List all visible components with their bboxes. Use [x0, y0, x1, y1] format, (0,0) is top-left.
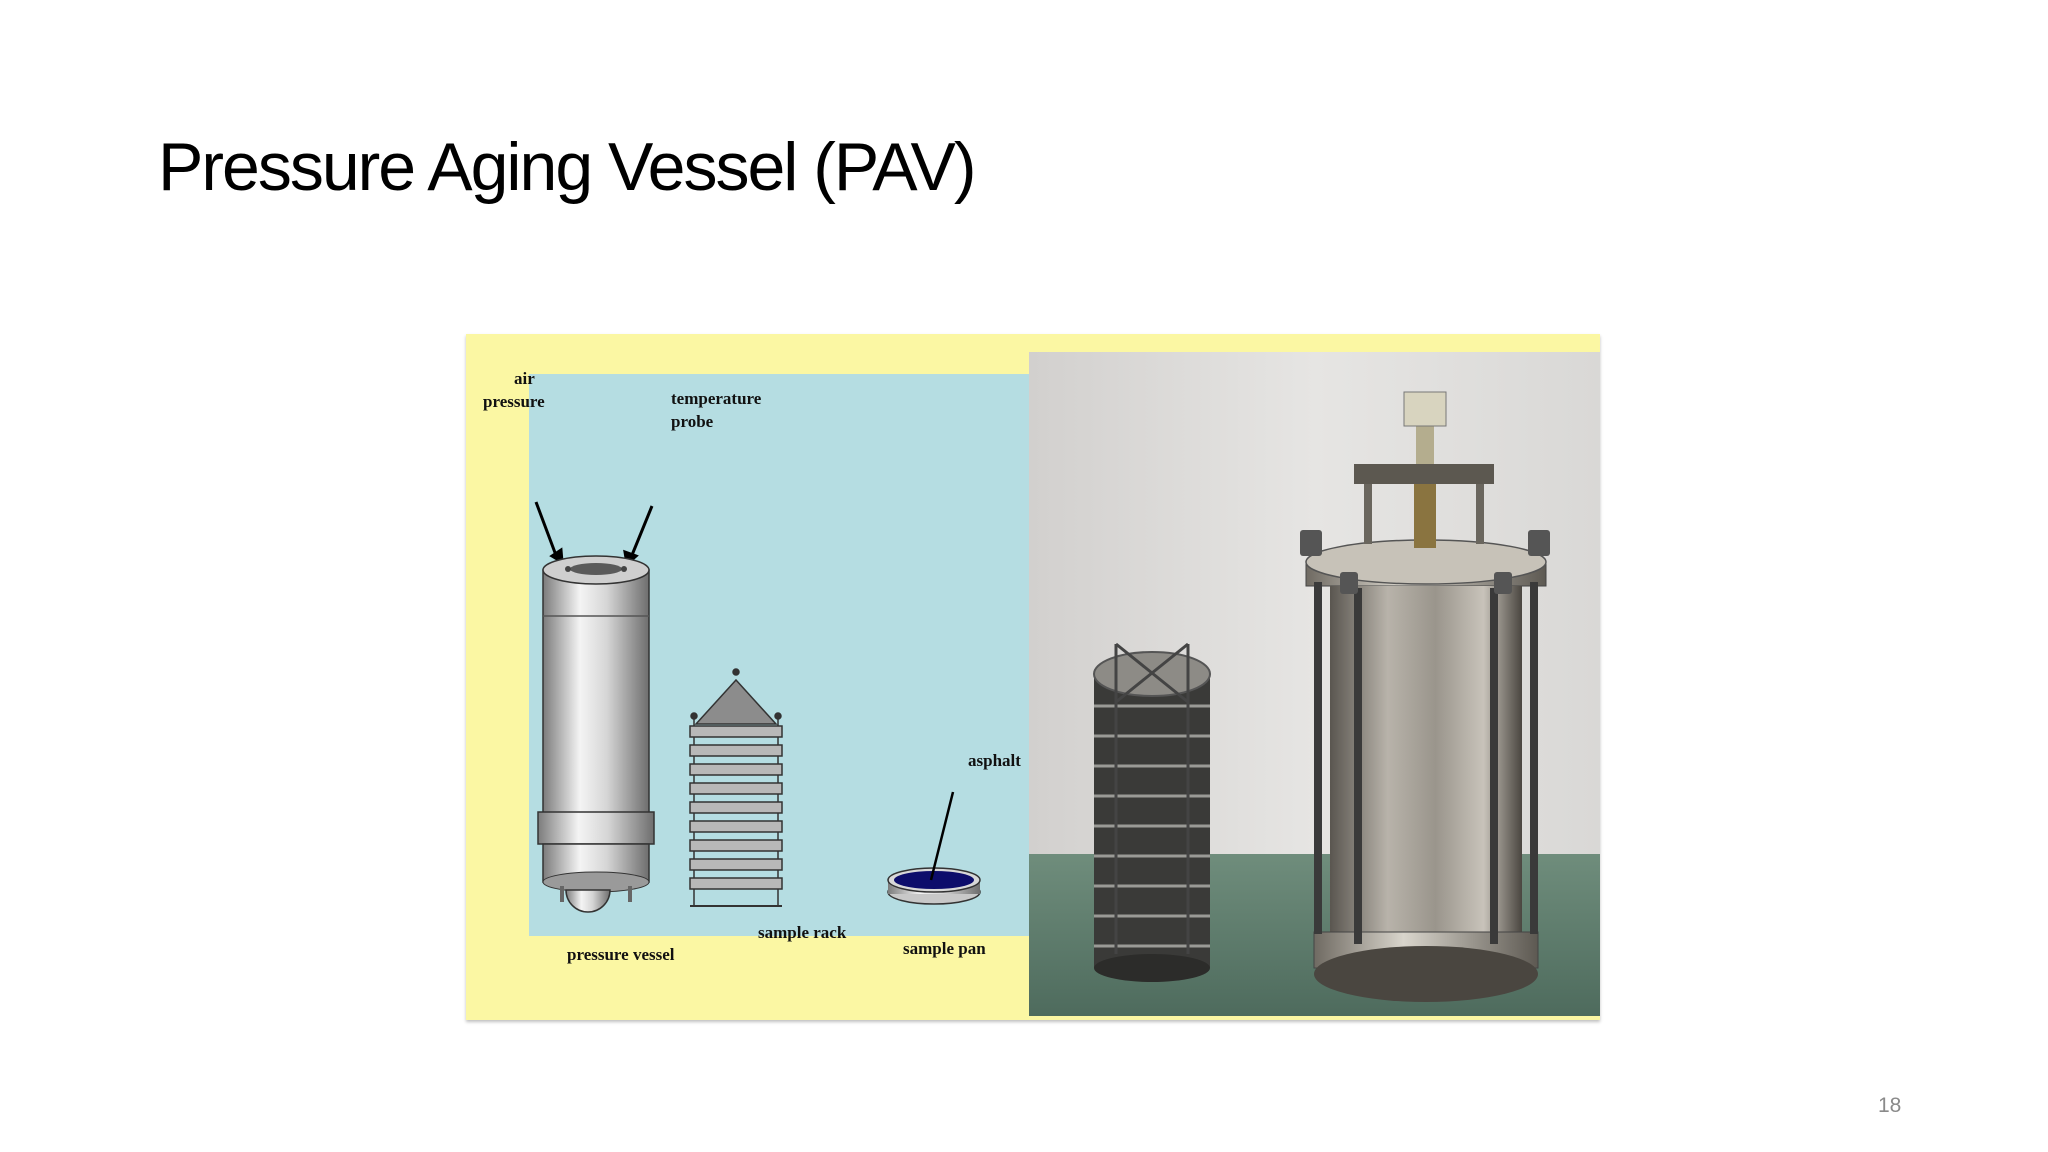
label-temperature: temperature	[671, 389, 762, 408]
label-asphalt: asphalt	[968, 751, 1021, 770]
sample-rack-drawing	[689, 668, 783, 907]
slide-title: Pressure Aging Vessel (PAV)	[158, 129, 977, 205]
label-probe: probe	[671, 412, 714, 431]
pav-photo	[1029, 352, 1600, 1016]
sample-pan-drawing	[887, 791, 981, 905]
pressure-vessel-drawing	[537, 555, 655, 913]
page-number: 18	[1878, 1094, 1902, 1117]
photo-pressure-vessel	[1300, 391, 1550, 1002]
pav-illustration: air pressure temperature probe asphalt p…	[483, 352, 1600, 1016]
label-pressure: pressure	[483, 392, 545, 411]
arrow-air-pressure	[534, 501, 564, 565]
label-sample-rack: sample rack	[758, 923, 847, 942]
label-sample-pan: sample pan	[903, 939, 986, 958]
pav-figure: air pressure temperature probe asphalt p…	[466, 334, 1600, 1020]
label-pressure-vessel: pressure vessel	[567, 945, 675, 964]
label-air: air	[514, 369, 535, 388]
photo-sample-rack	[1093, 642, 1211, 982]
